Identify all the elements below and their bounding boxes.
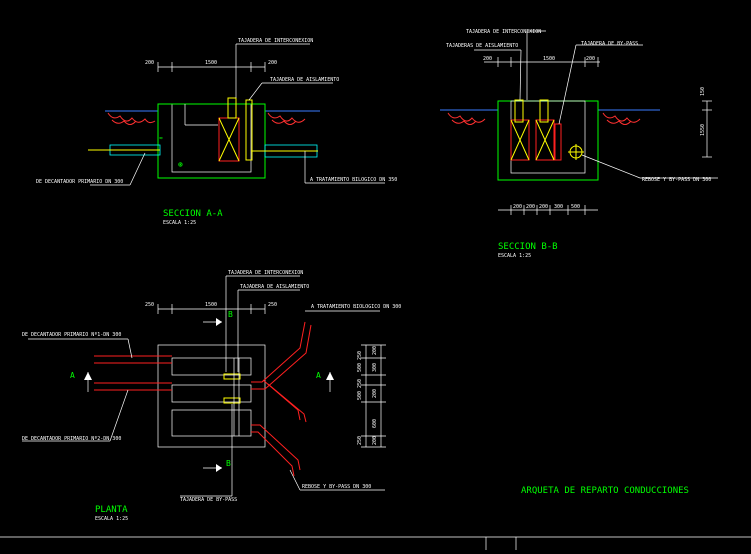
bb-label-interconexion: TAJADERA DE INTERCONEXION [466,29,541,35]
planta-scale: ESCALA 1:25 [95,516,128,522]
bb-bottom-dim-5: 500 [571,204,580,210]
aa-title: SECCION A-A [163,209,223,219]
planta-label-interconexion: TAJADERA DE INTERCONEXION [228,270,303,276]
aa-label-aislamiento: TAJADERA DE AISLAMIENTO [270,77,339,83]
aa-soil-right [267,112,306,125]
bb-dim-vert-main: 1550 [700,124,706,136]
planta-vdim-left-5: 250 [357,436,363,445]
aa-dim-left: 200 [145,60,154,66]
planta-label-rebose: REBOSE Y BY-PASS DN 300 [302,484,371,490]
planta-vdim-left-3: 250 [357,379,363,388]
planta-section-b-top: B [228,310,233,319]
planta-dim-mid: 1500 [205,302,217,308]
planta-vdim-left-4: 500 [357,391,363,400]
bb-soil-left [447,112,486,125]
section-aa-drawing: 200 1500 200 ⊛ ≈ [36,38,397,226]
planta-label-decantador2: DE DECANTADOR PRIMARIO Nº2-DN 300 [22,436,121,442]
planta-vdim-right-3: 200 [372,389,378,398]
bb-scale: ESCALA 1:25 [498,253,531,259]
bb-label-bypass: TAJADERA DE BY-PASS [581,41,638,47]
planta-label-tratamiento: A TRATAMIENTO BIOLOGICO DN 300 [311,304,401,310]
drawing-title: ARQUETA DE REPARTO CONDUCCIONES [521,486,689,496]
aa-label-decantador: DE DECANTADOR PRIMARIO DN 300 [36,179,123,185]
planta-dim-right: 250 [268,302,277,308]
aa-soil-left [107,112,156,125]
aa-scale: ESCALA 1:25 [163,220,196,226]
planta-label-bypass: TAJADERA DE BY-PASS [180,497,237,503]
planta-label-decantador1: DE DECANTADOR PRIMARIO Nº1-DN 300 [22,332,121,338]
planta-vdim-left-1: 250 [357,351,363,360]
bb-label-aislamiento: TAJADERAS DE AISLAMIENTO [446,43,518,49]
planta-section-a-left: A [70,371,75,380]
bb-bottom-dim-4: 300 [554,204,563,210]
bb-dim-mid: 1500 [543,56,555,62]
planta-label-aislamiento: TAJADERA DE AISLAMIENTO [240,284,309,290]
planta-drawing: 250 1500 250 A A B [22,270,401,522]
aa-dim-right: 200 [268,60,277,66]
planta-vdim-right-1: 200 [372,346,378,355]
bb-bottom-dim-3: 200 [539,204,548,210]
planta-vdim-right-4: 600 [372,419,378,428]
bb-label-rebose: REBOSE Y BY-PASS DN 300 [642,177,711,183]
planta-title: PLANTA [95,505,128,515]
bb-bottom-dim-1: 200 [513,204,522,210]
planta-dim-left: 250 [145,302,154,308]
planta-section-a-right: A [316,371,321,380]
planta-vdim-right-5: 200 [372,436,378,445]
aa-label-interconexion: TAJADERA DE INTERCONEXION [238,38,313,44]
svg-text:≈: ≈ [159,135,163,142]
bb-title: SECCION B-B [498,242,558,252]
planta-vdim-left-2: 500 [357,363,363,372]
aa-dim-mid: 1500 [205,60,217,66]
planta-section-b-bottom: B [226,459,231,468]
bb-dim-right: 200 [586,56,595,62]
bb-dim-left: 200 [483,56,492,62]
section-bb-drawing: 200 1500 200 150 [440,29,718,259]
aa-label-tratamiento: A TRATAMIENTO BILOGICO DN 350 [310,177,397,183]
bb-dim-vert-top: 150 [700,87,706,96]
bb-soil-right [602,112,641,125]
svg-text:⊛: ⊛ [178,160,183,169]
bb-bottom-dim-2: 200 [526,204,535,210]
planta-vdim-right-2: 300 [372,363,378,372]
